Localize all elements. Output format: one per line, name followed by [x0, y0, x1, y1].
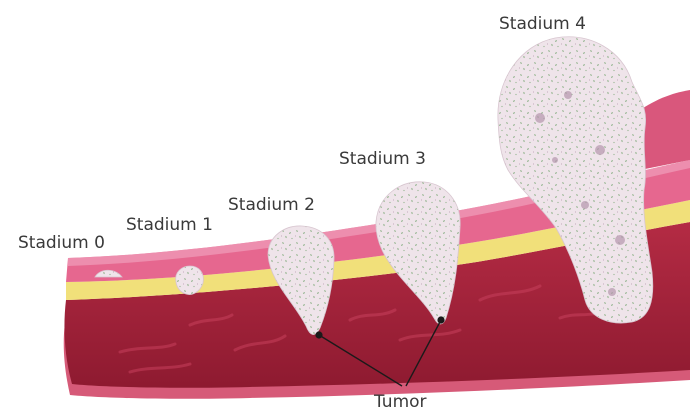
label-stage-0: Stadium 0	[18, 233, 105, 253]
label-stage-2: Stadium 2	[228, 195, 315, 215]
tumor-stage-1	[176, 266, 204, 295]
label-stage-3: Stadium 3	[339, 149, 426, 169]
label-stage-1: Stadium 1	[126, 215, 213, 235]
label-tumor: Tumor	[373, 392, 427, 412]
label-stage-4: Stadium 4	[499, 14, 586, 34]
